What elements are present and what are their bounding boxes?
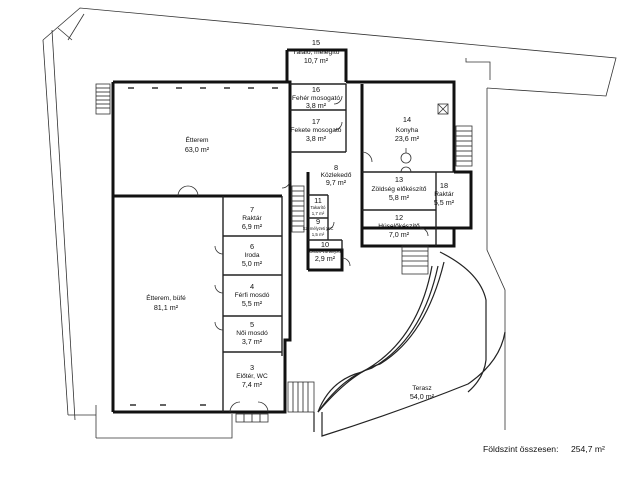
kitchen-fixtures (400, 103, 449, 164)
room-label-10: 10 Öltöző-zuhanyzó 2,9 m² (309, 240, 341, 263)
windows (128, 87, 278, 406)
room-name: Raktár (242, 215, 262, 222)
room-number: 14 (403, 115, 411, 124)
room-area: 81,1 m² (154, 303, 179, 312)
room-name: Előtér, WC (236, 373, 268, 380)
stairs-kitchen (455, 125, 473, 167)
room-label-12: 12 Húselőkészítő 7,0 m² (378, 213, 420, 239)
room-area: 54,0 m² (410, 392, 435, 401)
room-label-terrace: Terasz 54,0 m² (410, 385, 435, 401)
room-area: 5,0 m² (242, 259, 263, 268)
room-name: Közlekedő (321, 172, 352, 179)
room-number: 4 (250, 282, 254, 291)
stairs-corridor (291, 185, 305, 233)
room-number: 16 (312, 85, 320, 94)
room-number: 8 (334, 163, 338, 172)
total-area: Földszint összesen: 254,7 m² (483, 444, 605, 454)
room-label-14: 14 Konyha 23,6 m² (395, 115, 420, 143)
room-name: Tálaló, melegítő (293, 49, 340, 56)
room-name: Személyzeti WC (303, 226, 334, 231)
room-label-3: 3 Előtér, WC 7,4 m² (236, 363, 268, 389)
room-number: 17 (312, 117, 320, 126)
interior-walls (113, 83, 454, 412)
room-area: 23,6 m² (395, 134, 420, 143)
room-area: 63,0 m² (185, 145, 210, 154)
room-number: 5 (250, 320, 254, 329)
room-area: 3,7 m² (242, 337, 263, 346)
room-number: 12 (395, 213, 403, 222)
room-number: 15 (312, 38, 320, 47)
stairs-entrance (235, 413, 269, 423)
room-label-restaurant: Étterem 63,0 m² (185, 135, 210, 154)
room-area: 6,9 m² (242, 222, 263, 231)
room-name: Terasz (412, 385, 431, 392)
room-name: Iroda (244, 252, 259, 259)
room-label-18: 18 Raktár 5,5 m² (434, 181, 455, 207)
stairs-left (95, 83, 111, 115)
terrace-outline (313, 251, 506, 437)
room-name: Öltöző-zuhanyzó (309, 249, 341, 254)
site-boundary (42, 7, 617, 439)
room-area: 1,5 m² (312, 232, 325, 237)
room-number: 7 (250, 205, 254, 214)
room-label-6: 6 Iroda 5,0 m² (242, 242, 263, 268)
room-area: 3,8 m² (306, 134, 327, 143)
room-name: Zöldség előkészítő (372, 186, 427, 193)
room-number: 3 (250, 363, 254, 372)
room-area: 7,4 m² (242, 380, 263, 389)
room-name: Konyha (396, 127, 419, 134)
room-name: Női mosdó (236, 330, 268, 337)
room-area: 7,0 m² (389, 230, 410, 239)
room-area: 10,7 m² (304, 56, 329, 65)
room-label-11: 11 Takarító 1,7 m² (311, 196, 327, 216)
room-label-7: 7 Raktár 6,9 m² (242, 205, 263, 231)
room-label-8: 8 Közlekedő 9,7 m² (321, 163, 352, 187)
room-label-15: 15 Tálaló, melegítő 10,7 m² (293, 38, 340, 65)
room-area: 5,5 m² (434, 198, 455, 207)
room-label-5: 5 Női mosdó 3,7 m² (236, 320, 268, 346)
total-label: Földszint összesen: (483, 444, 558, 454)
room-number: 11 (314, 196, 322, 205)
room-label-cafe: Étterem, büfé 81,1 m² (146, 293, 186, 312)
room-number: 10 (321, 240, 329, 249)
room-number: 13 (395, 175, 403, 184)
room-area: 1,7 m² (312, 211, 325, 216)
room-name: Étterem (185, 135, 209, 144)
room-label-4: 4 Férfi mosdó 5,5 m² (235, 282, 270, 308)
room-name: Étterem, büfé (146, 293, 186, 302)
stairs-terrace-bottom (287, 381, 315, 413)
room-name: Takarító (311, 205, 327, 210)
exterior-walls (111, 48, 473, 414)
room-number: 6 (250, 242, 254, 251)
room-area: 9,7 m² (326, 178, 347, 187)
room-number: 18 (440, 181, 448, 190)
room-number: 9 (316, 217, 320, 226)
room-area: 3,8 m² (306, 101, 327, 110)
room-name: Fehér mosogató (292, 95, 340, 102)
room-area: 5,5 m² (242, 299, 263, 308)
room-label-9: 9 Személyzeti WC 1,5 m² (303, 217, 334, 237)
room-label-16: 16 Fehér mosogató 3,8 m² (292, 85, 340, 110)
room-name: Férfi mosdó (235, 292, 270, 299)
room-name: Húselőkészítő (378, 223, 420, 230)
room-area: 2,9 m² (315, 254, 336, 263)
doors (177, 95, 429, 413)
room-label-13: 13 Zöldség előkészítő 5,8 m² (372, 175, 427, 202)
room-name: Fekete mosogató (291, 127, 342, 134)
stairs-terrace-top (401, 245, 429, 275)
room-label-17: 17 Fekete mosogató 3,8 m² (291, 117, 342, 143)
room-area: 5,8 m² (389, 193, 410, 202)
room-name: Raktár (434, 191, 454, 198)
total-value: 254,7 m² (571, 444, 605, 454)
